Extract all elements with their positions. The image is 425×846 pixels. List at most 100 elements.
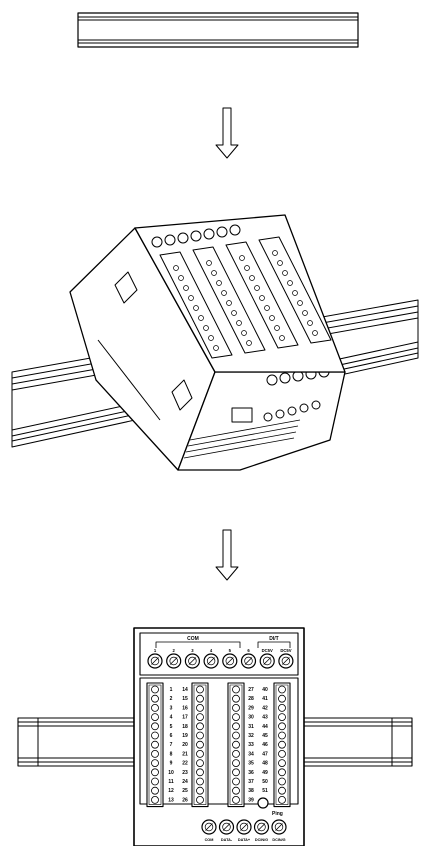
terminal-number: 28	[248, 696, 254, 702]
terminal-number: 45	[262, 733, 268, 739]
strip-screw	[278, 740, 286, 749]
top-terminal-screw	[278, 653, 294, 669]
terminal-number: 47	[262, 751, 268, 757]
terminal-number: 36	[248, 770, 254, 776]
strip-screw	[196, 759, 204, 767]
ping-label: Ping	[272, 811, 283, 817]
top-terminal-label: 3	[191, 648, 194, 653]
terminal-number: 2	[170, 696, 173, 702]
bottom-terminal-screw	[201, 819, 217, 835]
strip-screw	[232, 750, 240, 758]
strip-screw	[278, 796, 286, 804]
terminal-number: 26	[182, 797, 188, 803]
bottom-terminal-screw	[236, 819, 252, 835]
strip-screw	[151, 786, 159, 795]
strip-screw	[151, 740, 159, 749]
terminal-number: 18	[182, 724, 188, 730]
strip-screw	[151, 694, 159, 703]
top-terminal-screw	[203, 653, 219, 669]
terminal-number: 24	[182, 779, 188, 785]
bottom-terminal-screw	[218, 819, 235, 835]
terminal-number: 11	[168, 779, 174, 785]
terminal-number: 31	[248, 724, 254, 730]
strip-screw	[232, 694, 240, 703]
terminal-number: 29	[248, 705, 254, 711]
top-group-label-right: DI/T	[269, 636, 278, 642]
terminal-number: 6	[170, 733, 173, 739]
terminal-number: 33	[248, 742, 254, 748]
top-terminal-label: DC5V	[262, 648, 273, 653]
strip-screw	[196, 694, 204, 703]
bottom-terminal-label: COM	[205, 838, 214, 842]
top-terminal-screw	[259, 653, 275, 669]
terminal-number: 27	[248, 687, 254, 693]
strip-screw	[278, 777, 286, 786]
bottom-terminal-screw	[271, 819, 287, 835]
top-terminal-label: 2	[173, 648, 176, 653]
strip-screw	[278, 731, 286, 740]
strip-screw	[278, 750, 286, 758]
down-arrow-1	[215, 107, 239, 159]
terminal-number: 48	[262, 761, 268, 767]
terminal-number: 19	[182, 733, 188, 739]
terminal-number: 17	[182, 715, 188, 721]
terminal-number: 35	[248, 761, 254, 767]
terminal-number: 4	[170, 715, 173, 721]
terminal-number: 50	[262, 779, 268, 785]
terminal-strip	[227, 682, 245, 808]
strip-screw	[196, 713, 204, 721]
module-body-3d	[69, 214, 346, 471]
strip-screw	[232, 768, 240, 777]
strip-screw	[278, 786, 286, 795]
strip-screw	[196, 685, 204, 694]
terminal-number: 3	[170, 705, 173, 711]
module-mounting-view	[11, 214, 419, 471]
bottom-terminal-label: DCIN/G	[255, 838, 268, 842]
terminal-number: 16	[182, 705, 188, 711]
strip-screw	[232, 685, 240, 694]
strip-screw	[278, 713, 286, 721]
terminal-strip	[273, 682, 291, 808]
strip-screw	[151, 731, 159, 740]
terminal-number: 9	[170, 761, 173, 767]
top-terminal-label: 4	[210, 648, 213, 653]
terminal-number: 34	[248, 751, 254, 757]
top-terminal-label: 1	[154, 648, 157, 653]
bottom-terminal-label: DCIN/G	[272, 838, 285, 842]
top-terminal-screw	[240, 653, 257, 669]
top-group-label: COM	[187, 636, 199, 642]
strip-screw	[151, 685, 159, 694]
terminal-number: 40	[262, 687, 268, 693]
strip-screw	[196, 740, 204, 749]
terminal-number: 41	[262, 696, 268, 702]
din-rail-top	[77, 12, 359, 48]
terminal-strip	[146, 682, 164, 808]
strip-screw	[196, 704, 204, 712]
strip-screw	[151, 713, 159, 721]
terminal-number: 14	[182, 687, 188, 693]
strip-screw	[151, 759, 159, 767]
strip-screw	[232, 722, 240, 731]
terminal-number: 15	[182, 696, 188, 702]
strip-screw	[278, 768, 286, 777]
strip-screw	[278, 722, 286, 731]
strip-screw	[151, 722, 159, 731]
bottom-terminal-label: DATA+	[238, 838, 251, 842]
strip-screw	[278, 759, 286, 767]
terminal-number: 44	[262, 724, 268, 730]
strip-screw	[151, 750, 159, 758]
terminal-number: 8	[170, 751, 173, 757]
terminal-number: 5	[170, 724, 173, 730]
strip-screw	[232, 796, 240, 804]
strip-screw	[232, 786, 240, 795]
terminal-number: 51	[262, 788, 268, 794]
terminal-number: 21	[182, 751, 188, 757]
terminal-number: 37	[248, 779, 254, 785]
strip-screw	[278, 694, 286, 703]
strip-screw	[232, 704, 240, 712]
strip-screw	[196, 731, 204, 740]
strip-screw	[151, 704, 159, 712]
